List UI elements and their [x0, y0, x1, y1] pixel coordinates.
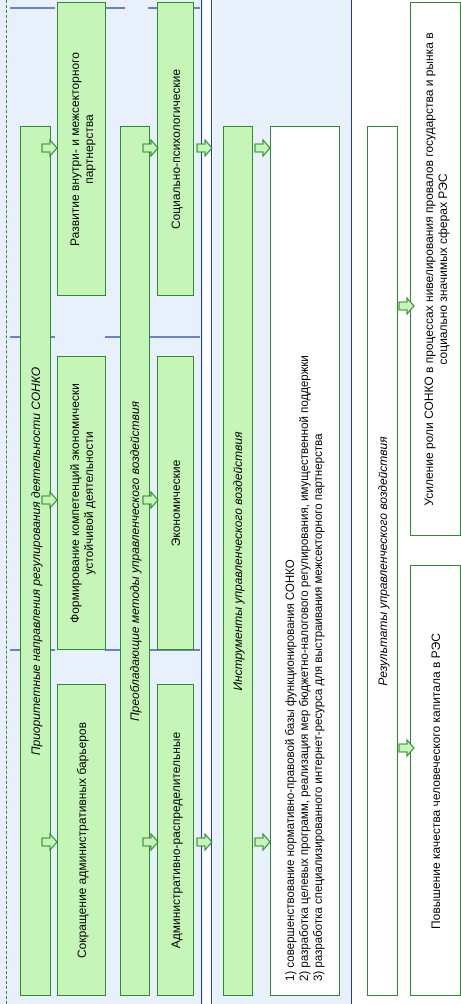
arrow-icon	[398, 297, 415, 315]
priority-item-2-box: Формирование компетенций экономически ус…	[57, 356, 106, 650]
arrow-icon	[41, 833, 58, 851]
arrow-icon	[254, 139, 271, 157]
arrow-icon	[41, 491, 58, 509]
results-item-2-box: Усиление роли СОНКО в процессах нивелиро…	[410, 2, 461, 536]
tools-header-box: Инструменты управленческого воздействия	[223, 126, 253, 996]
priority-item-1-box: Сокращение административных барьеров	[57, 684, 106, 996]
separator-line-1	[201, 0, 202, 1004]
priority-header-box: Приоритетные направления регулирования д…	[20, 126, 51, 996]
arrow-icon	[142, 139, 159, 157]
arrow-icon	[196, 833, 213, 851]
arrow-icon	[398, 739, 415, 757]
methods-item-2-box: Экономические	[157, 356, 194, 650]
dashed-border-left	[6, 0, 7, 1004]
arrow-icon	[142, 833, 159, 851]
arrow-icon	[142, 491, 159, 509]
arrow-icon	[196, 139, 213, 157]
arrow-icon	[41, 139, 58, 157]
priority-item-3-box: Развитие внутри- и межсекторного партнер…	[57, 2, 106, 296]
results-item-1-box: Повышение качества человеческого капитал…	[410, 565, 461, 996]
methods-item-1-box: Административно-распределительные	[157, 684, 194, 996]
separator-line-2	[211, 0, 212, 1004]
methods-header-box: Преобладающие методы управленческого воз…	[120, 126, 150, 996]
tools-list-box: 1) совершенствование нормативно-правовой…	[270, 126, 340, 996]
results-header-box: Результаты управленческого воздействия	[367, 126, 398, 996]
methods-item-3-box: Социально-психологические	[157, 2, 194, 296]
separator-line-3	[351, 0, 352, 1004]
arrow-icon	[254, 833, 271, 851]
